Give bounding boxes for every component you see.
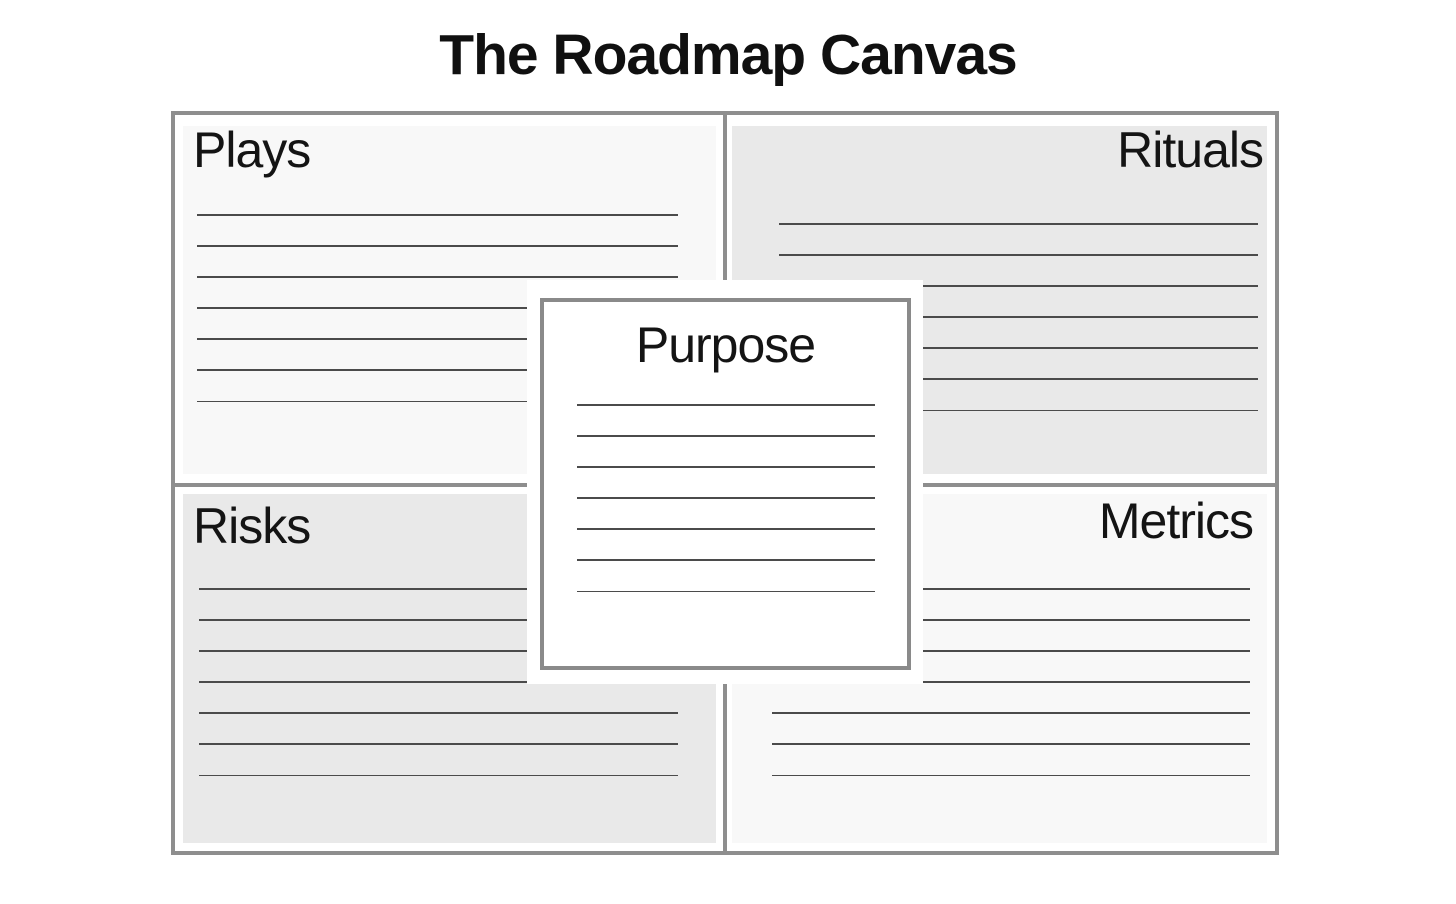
ruled-line <box>199 681 678 683</box>
ruled-line <box>197 307 678 309</box>
purpose-box: Purpose <box>540 298 911 670</box>
ruled-line <box>772 774 1250 777</box>
ruled-line <box>772 588 1250 590</box>
ruled-line <box>197 338 678 340</box>
ruled-line <box>577 590 875 593</box>
ruled-line <box>779 347 1258 349</box>
ruled-line <box>577 435 875 437</box>
ruled-line <box>577 528 875 530</box>
ruled-line <box>779 378 1258 380</box>
ruled-line <box>779 254 1258 256</box>
risks-ruled-lines <box>199 588 678 777</box>
ruled-line <box>197 214 678 216</box>
ruled-line <box>772 650 1250 652</box>
page-title: The Roadmap Canvas <box>439 23 1018 87</box>
ruled-line <box>779 409 1258 412</box>
canvas-frame: Plays Rituals Risks Metrics Purpose <box>171 111 1279 855</box>
ruled-line <box>197 276 678 278</box>
ruled-line <box>577 404 875 406</box>
ruled-line <box>772 619 1250 621</box>
metrics-label: Metrics <box>1098 493 1254 549</box>
risks-label: Risks <box>193 498 311 554</box>
purpose-ruled-lines <box>577 404 875 593</box>
ruled-line <box>577 466 875 468</box>
ruled-line <box>779 316 1258 318</box>
ruled-line <box>772 712 1250 714</box>
ruled-line <box>779 285 1258 287</box>
plays-ruled-lines <box>197 214 678 403</box>
rituals-ruled-lines <box>779 223 1258 412</box>
ruled-line <box>197 245 678 247</box>
metrics-ruled-lines <box>772 588 1250 777</box>
ruled-line <box>197 369 678 371</box>
ruled-line <box>199 588 678 590</box>
ruled-line <box>199 774 678 777</box>
plays-label: Plays <box>193 122 311 178</box>
ruled-line <box>772 681 1250 683</box>
ruled-line <box>199 619 678 621</box>
rituals-label: Rituals <box>1117 122 1264 178</box>
ruled-line <box>199 712 678 714</box>
purpose-panel: Purpose <box>527 280 923 684</box>
ruled-line <box>577 559 875 561</box>
ruled-line <box>577 497 875 499</box>
ruled-line <box>772 743 1250 745</box>
ruled-line <box>199 743 678 745</box>
purpose-label: Purpose <box>635 317 816 373</box>
ruled-line <box>199 650 678 652</box>
ruled-line <box>197 400 678 403</box>
ruled-line <box>779 223 1258 225</box>
